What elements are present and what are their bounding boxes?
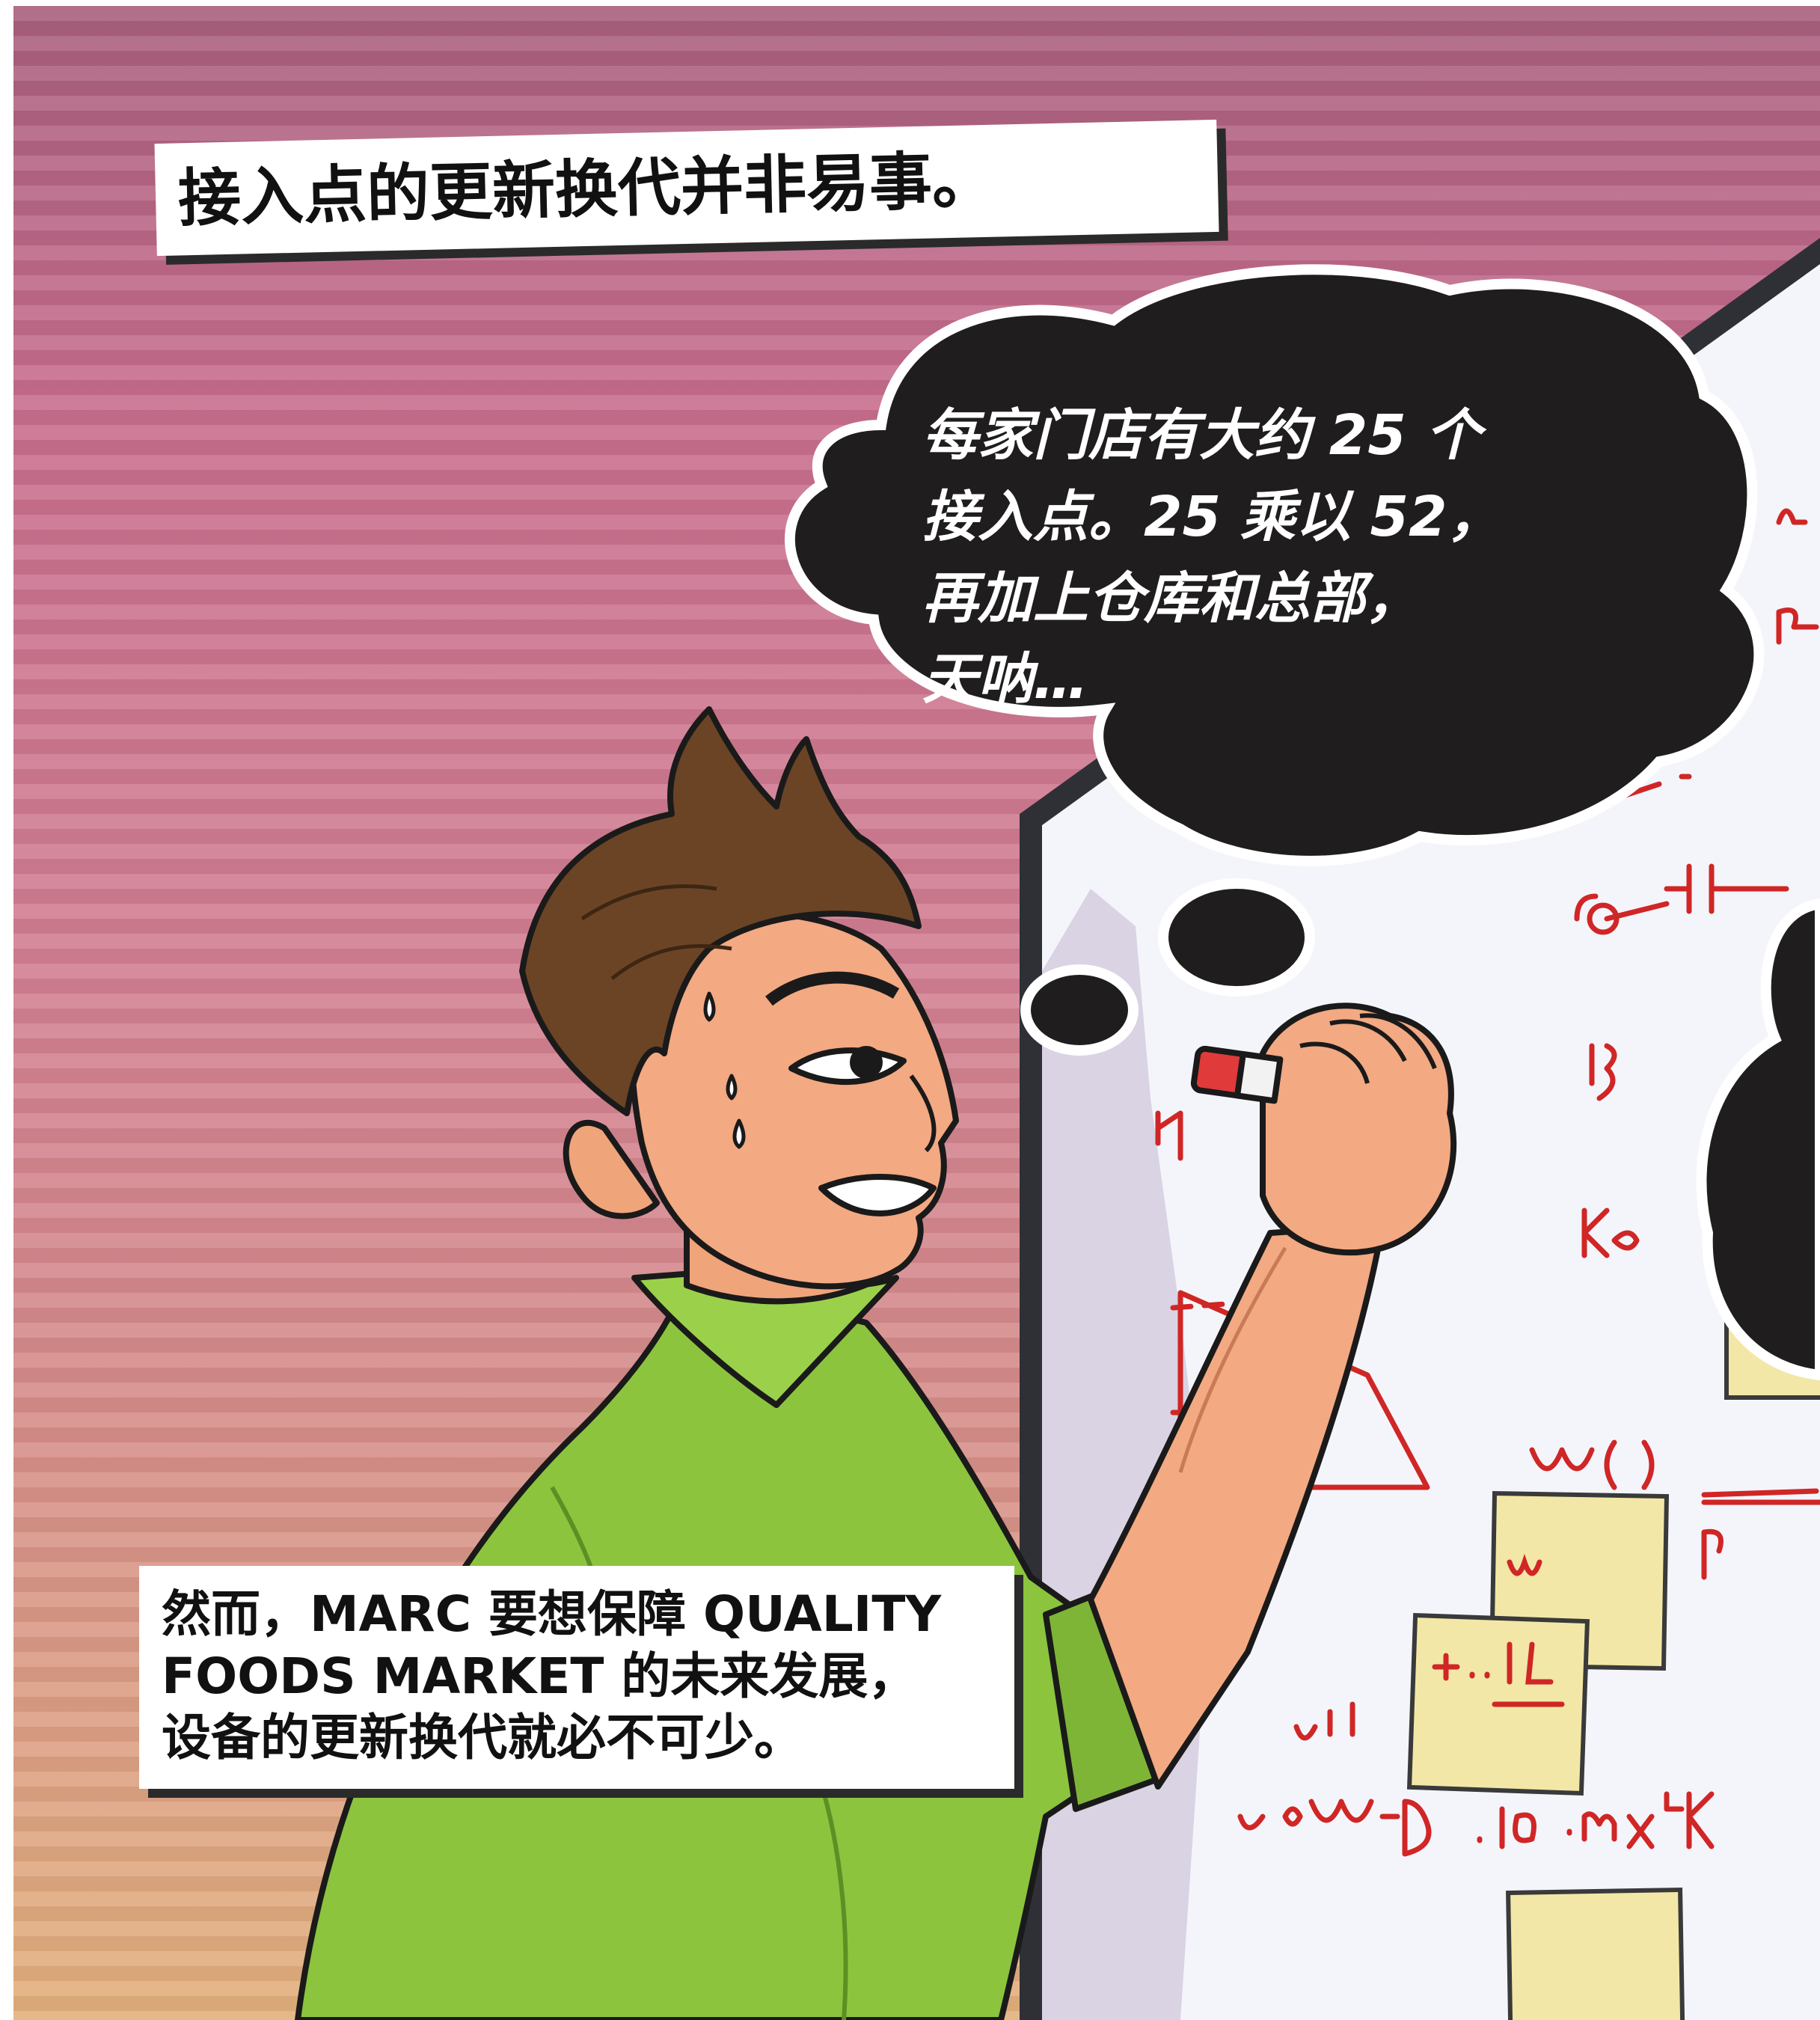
panel-artwork bbox=[295, 238, 1820, 2020]
thought-bubble-shape bbox=[784, 264, 1765, 1056]
thought-line: 每家门店有大约 25 个 bbox=[922, 403, 1481, 468]
second-thought-bubble bbox=[1696, 898, 1820, 1381]
comic-panel: 每家门店有大约 25 个 接入点。25 乘以 52， 再加上仓库和总部， 天呐…… bbox=[13, 6, 1820, 2020]
caption-bottom-line: 然而，MARC 要想保障 QUALITY bbox=[162, 1585, 942, 1643]
red-marker bbox=[1190, 1045, 1284, 1104]
caption-top-text: 接入点的更新换代并非易事。 bbox=[177, 144, 996, 236]
thought-bubble-text: 每家门店有大约 25 个 接入点。25 乘以 52， 再加上仓库和总部， 天呐… bbox=[922, 395, 1502, 720]
thought-line: 再加上仓库和总部， bbox=[922, 566, 1421, 631]
man-character bbox=[295, 706, 1457, 2020]
whiteboard-formulas bbox=[1155, 508, 1820, 1857]
caption-bottom: 然而，MARC 要想保障 QUALITY FOODS MARKET 的未来发展，… bbox=[139, 1566, 1014, 1789]
thought-line: 接入点。25 乘以 52， bbox=[922, 484, 1503, 549]
caption-bottom-line: 设备的更新换代就必不可少。 bbox=[162, 1709, 803, 1766]
caption-bottom-line: FOODS MARKET 的未来发展， bbox=[162, 1647, 918, 1705]
sticky-notes bbox=[1406, 1291, 1820, 2020]
thought-line: 天呐… bbox=[922, 647, 1088, 712]
